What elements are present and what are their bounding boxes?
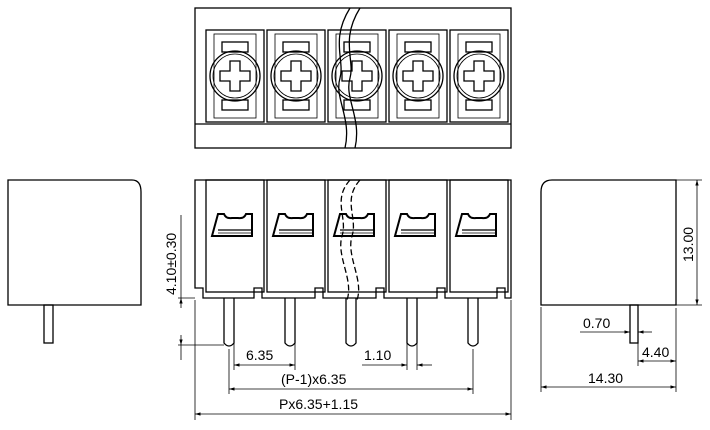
dim-offset: 1.10	[364, 347, 391, 363]
left-side-view	[7, 179, 142, 344]
dim-body-depth: 14.30	[588, 370, 623, 386]
dim-pin-height: 4.10±0.30	[163, 233, 179, 295]
dimension-pitch: 6.35	[233, 343, 296, 370]
break-line-top	[338, 7, 361, 149]
dimension-span: (P-1)x6.35	[228, 349, 474, 394]
dim-body-height: 13.00	[680, 227, 696, 262]
dim-span: (P-1)x6.35	[281, 371, 347, 387]
right-side-view	[540, 179, 677, 344]
top-view	[194, 7, 512, 149]
dim-pin-depth: 4.40	[642, 344, 669, 360]
dimension-body-depth: 14.30	[540, 307, 677, 392]
dim-overall: Px6.35+1.15	[279, 396, 358, 412]
dimension-overall: Px6.35+1.15	[194, 300, 512, 420]
break-line-front	[340, 179, 361, 301]
dimension-body-height: 13.00	[676, 179, 702, 306]
dimension-pin-depth: 4.40	[637, 308, 677, 366]
dimension-offset: 1.10	[362, 343, 432, 370]
dim-pin-width: 0.70	[583, 315, 610, 331]
front-view	[194, 179, 512, 347]
dimension-pin-width: 0.70	[580, 315, 652, 334]
dimension-pin-height: 4.10±0.30	[163, 215, 224, 360]
dim-pitch: 6.35	[246, 347, 273, 363]
